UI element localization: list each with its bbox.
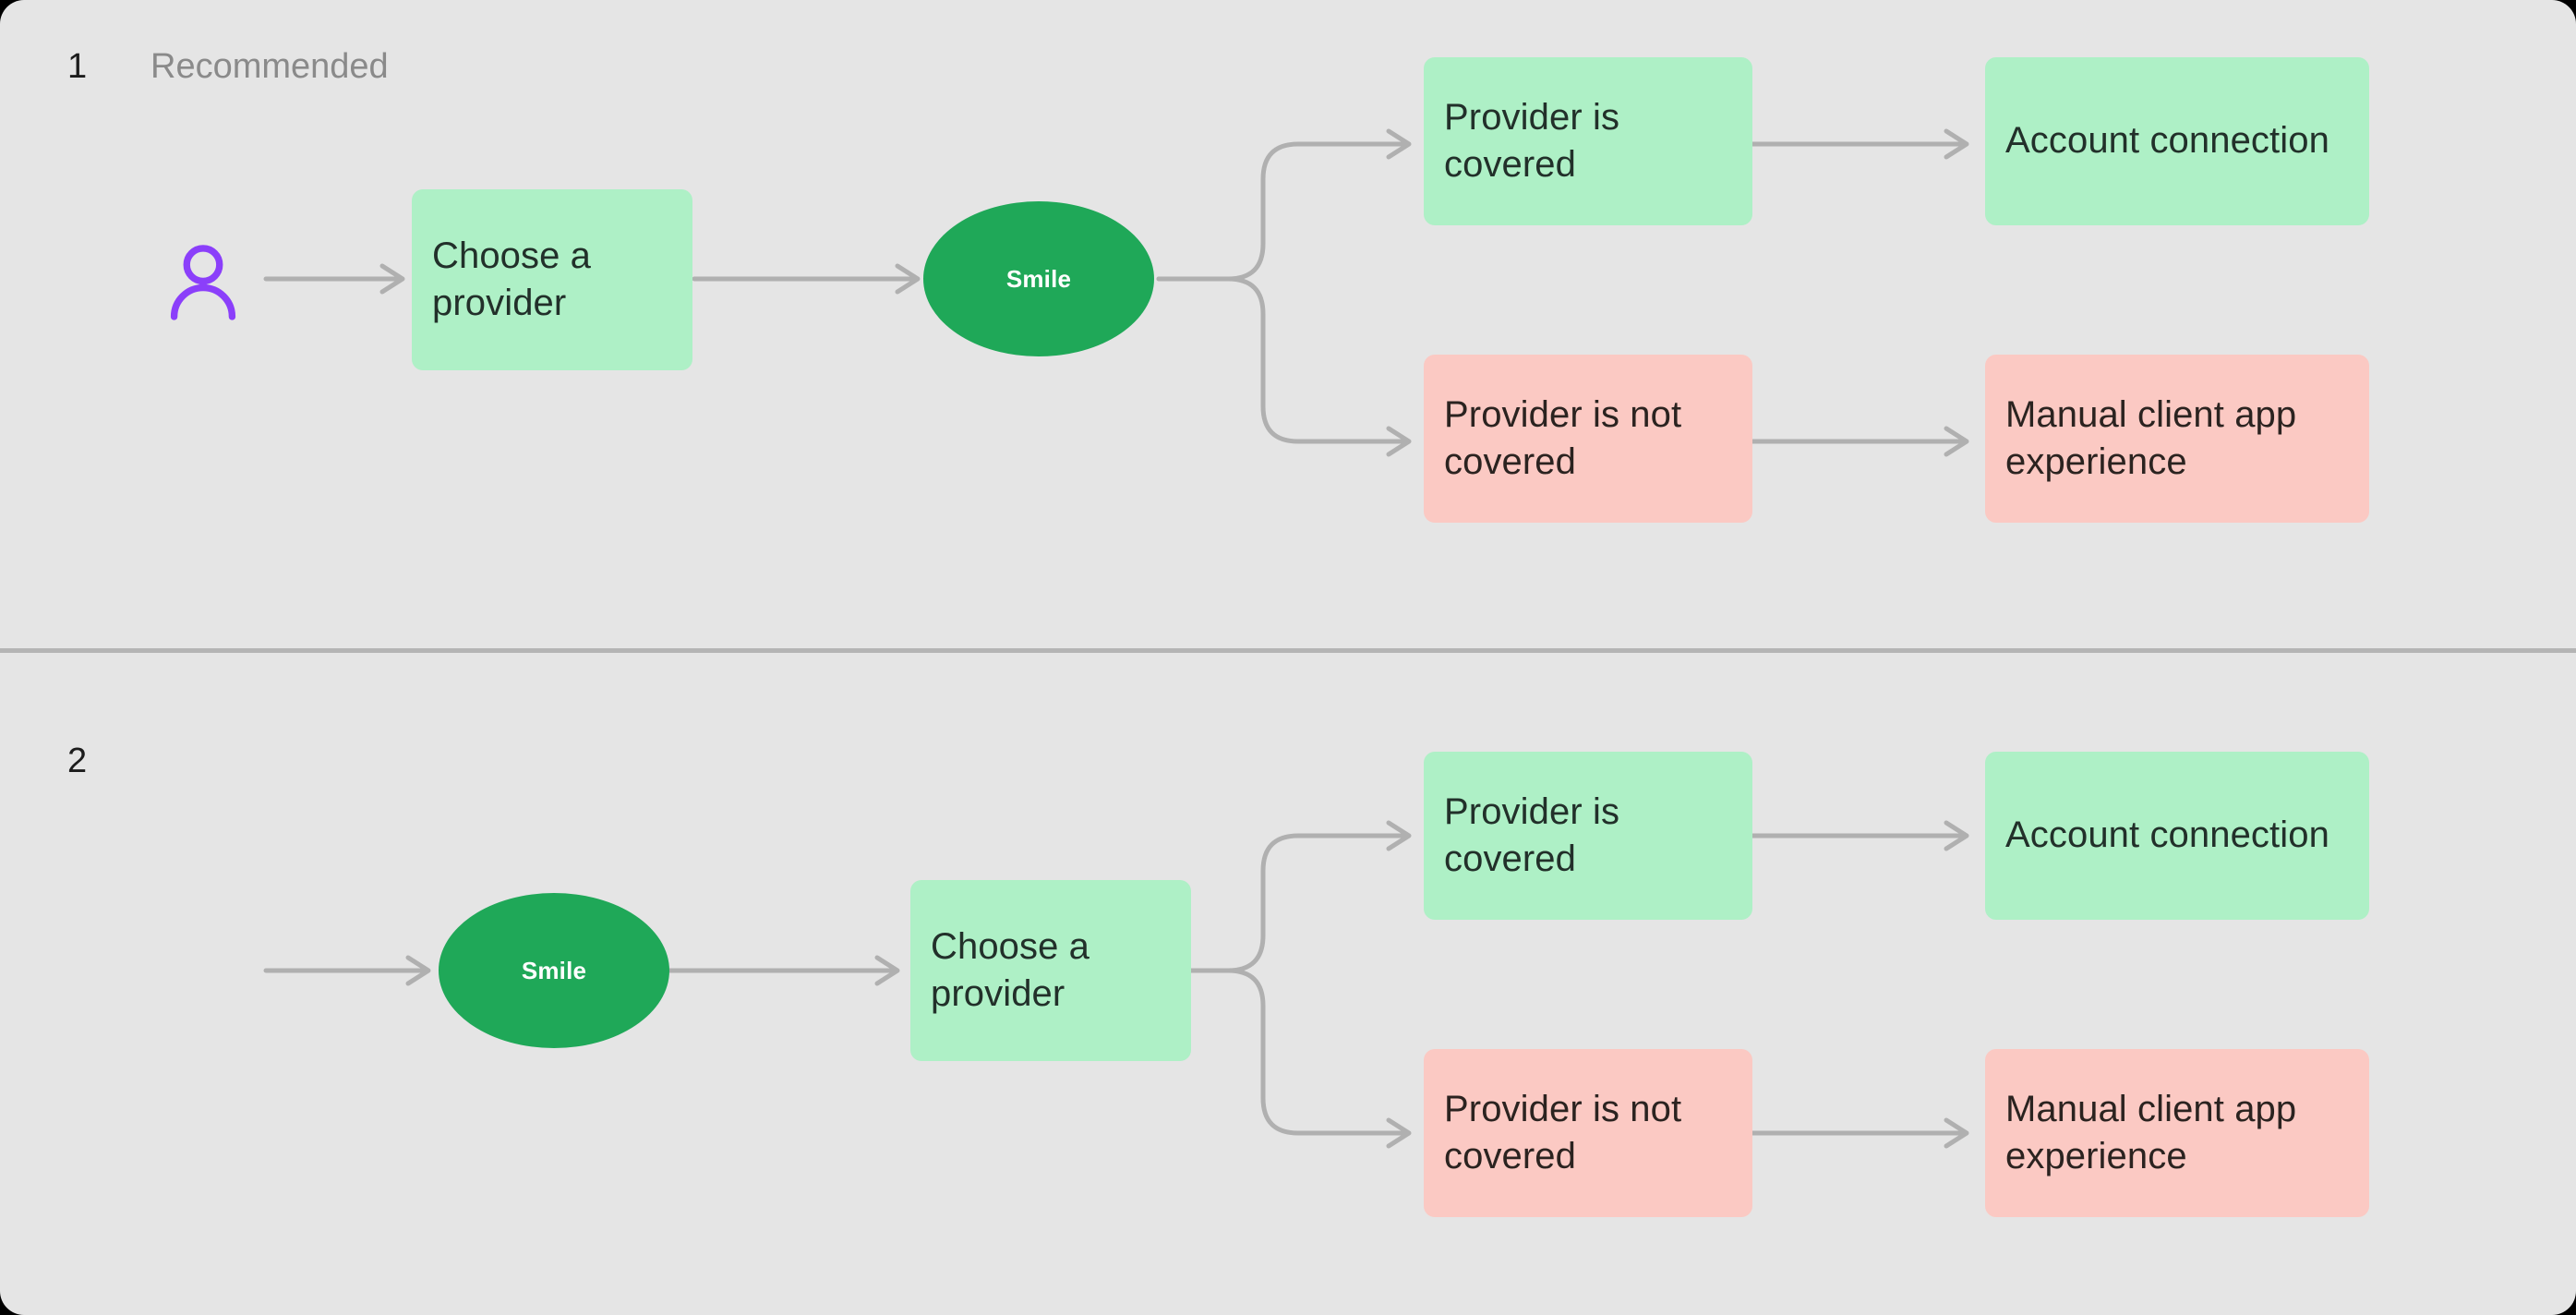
flow-row-1: 1 Recommended [0,0,2576,648]
node-smile-decision[interactable]: Smile [923,201,1154,356]
row-2-number: 2 [67,742,88,780]
node-manual-client-app-experience[interactable]: Manual client app experience [1985,1049,2369,1217]
node-choose-a-provider[interactable]: Choose a provider [910,880,1191,1061]
row-divider [0,648,2576,653]
node-provider-is-covered[interactable]: Provider is covered [1424,57,1752,225]
node-smile-decision[interactable]: Smile [439,893,669,1048]
node-provider-is-covered[interactable]: Provider is covered [1424,752,1752,920]
node-provider-is-not-covered[interactable]: Provider is not covered [1424,355,1752,523]
row-1-number: 1 [67,47,88,86]
node-account-connection[interactable]: Account connection [1985,57,2369,225]
node-account-connection[interactable]: Account connection [1985,752,2369,920]
node-choose-a-provider[interactable]: Choose a provider [412,189,692,370]
flow-row-2: 2 [0,653,2576,1315]
node-provider-is-not-covered[interactable]: Provider is not covered [1424,1049,1752,1217]
person-icon [155,233,251,333]
node-manual-client-app-experience[interactable]: Manual client app experience [1985,355,2369,523]
row-1-tag: Recommended [150,47,389,86]
